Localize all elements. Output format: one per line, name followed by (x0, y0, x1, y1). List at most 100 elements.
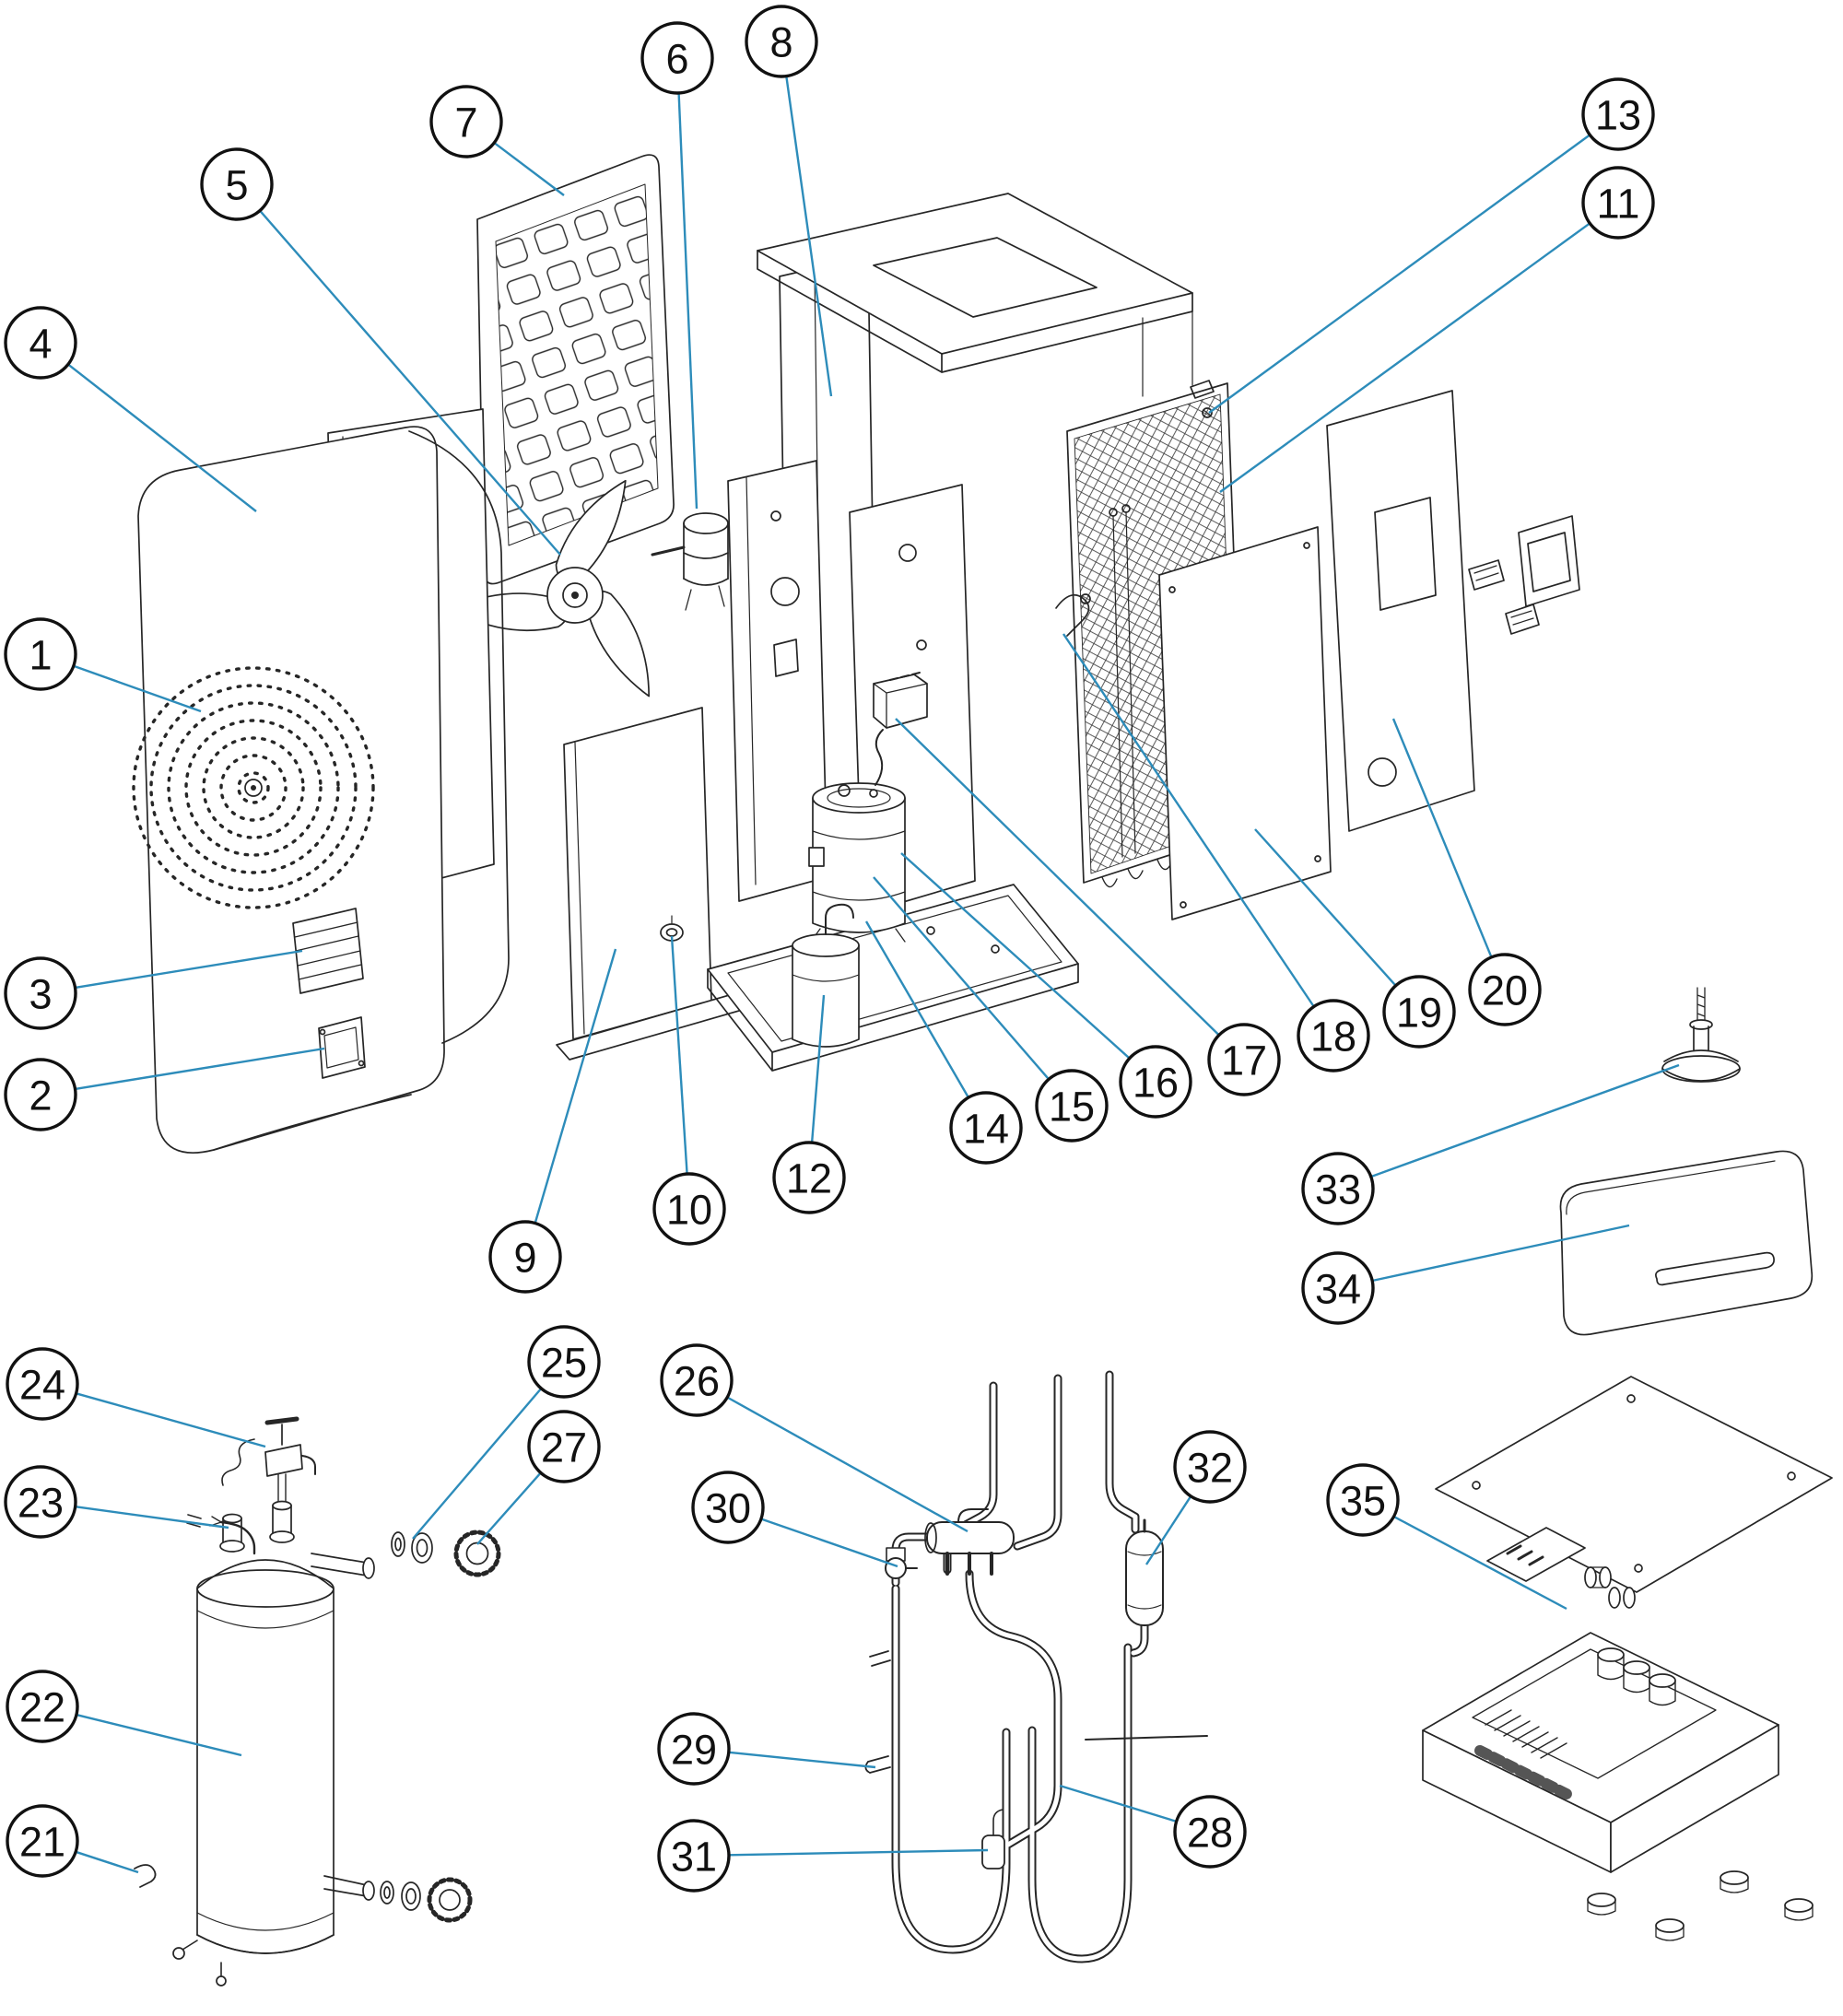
louver-vent (292, 908, 364, 994)
connector-modules (1468, 559, 1540, 635)
callout-33: 33 (1301, 1063, 1680, 1225)
winter-cover (1559, 1150, 1814, 1336)
callout-12: 12 (772, 994, 846, 1214)
artwork-layer (132, 154, 1833, 1987)
callout-20: 20 (1391, 718, 1542, 1026)
leader-line-24 (76, 1392, 266, 1448)
callout-number-31: 31 (671, 1834, 717, 1881)
fan-grille-hub (244, 779, 263, 797)
leader-line-16 (900, 852, 1131, 1060)
access-door-panel (1326, 390, 1475, 832)
filter-drier (1125, 1518, 1164, 1626)
callout-circle-25 (527, 1325, 601, 1399)
callout-10: 10 (652, 935, 726, 1246)
callout-29: 29 (657, 1712, 876, 1786)
callout-circle-28 (1173, 1795, 1247, 1869)
callout-number-10: 10 (666, 1187, 712, 1234)
leader-line-2 (75, 1047, 325, 1091)
temperature-sensor (1055, 593, 1091, 637)
front-cover (137, 426, 510, 1154)
union-nut (453, 1530, 501, 1577)
sensor-pocket (981, 1809, 1005, 1869)
leader-line-32 (1145, 1495, 1192, 1565)
grommet (660, 915, 684, 942)
four-way-valve (924, 1508, 1015, 1576)
callout-number-1: 1 (29, 632, 52, 679)
callout-number-23: 23 (18, 1480, 64, 1527)
leader-line-11 (1219, 222, 1591, 493)
fan-grille (132, 666, 375, 909)
callout-14: 14 (864, 920, 1023, 1165)
callout-4: 4 (4, 306, 257, 512)
callout-number-7: 7 (454, 100, 477, 147)
water-valve (264, 1416, 316, 1506)
callout-number-32: 32 (1187, 1445, 1233, 1492)
callout-circle-24 (6, 1347, 79, 1421)
callout-9: 9 (488, 948, 617, 1294)
box-feet-grommets (1587, 1870, 1814, 1941)
callout-number-12: 12 (786, 1155, 832, 1202)
leader-line-1 (73, 664, 202, 713)
callout-circle-27 (527, 1410, 601, 1483)
side-panel-right (1158, 526, 1332, 920)
callout-26: 26 (660, 1343, 968, 1533)
callout-circle-35 (1326, 1463, 1400, 1537)
callout-1: 1 (4, 617, 202, 713)
leader-line-14 (864, 920, 969, 1098)
callout-number-9: 9 (513, 1235, 536, 1282)
callout-34: 34 (1301, 1224, 1630, 1325)
callout-22: 22 (6, 1670, 242, 1757)
callout-11: 11 (1219, 166, 1655, 493)
callout-number-18: 18 (1310, 1014, 1356, 1061)
leader-line-6 (677, 92, 698, 510)
control-box-tray (1422, 1632, 1779, 1873)
callout-number-16: 16 (1133, 1060, 1179, 1107)
callout-number-8: 8 (769, 19, 792, 66)
fan-blade (450, 479, 667, 697)
leader-line-8 (785, 76, 833, 397)
callout-circle-17 (1207, 1023, 1281, 1096)
callout-15: 15 (873, 876, 1109, 1143)
callout-circle-11 (1581, 166, 1655, 240)
callout-13: 13 (1208, 77, 1655, 414)
leader-line-29 (728, 1751, 876, 1769)
callout-circle-20 (1468, 953, 1542, 1026)
control-box-assembly (1422, 1376, 1833, 1941)
leader-line-13 (1208, 134, 1591, 414)
retaining-clip (134, 1864, 157, 1888)
mounting-bracket-small (1190, 380, 1215, 418)
callout-number-33: 33 (1315, 1166, 1361, 1213)
callout-number-4: 4 (29, 321, 52, 368)
callout-circle-33 (1301, 1152, 1375, 1225)
callout-number-5: 5 (225, 162, 248, 209)
contactor (873, 672, 928, 729)
callout-19: 19 (1254, 828, 1456, 1049)
callout-circle-32 (1173, 1430, 1247, 1504)
leader-line-19 (1254, 828, 1397, 987)
callout-number-19: 19 (1396, 990, 1442, 1037)
callout-circle-13 (1581, 77, 1655, 151)
callout-circle-1 (4, 617, 77, 691)
callout-16: 16 (900, 852, 1192, 1119)
callout-number-28: 28 (1187, 1810, 1233, 1857)
callout-circle-18 (1297, 999, 1370, 1072)
rubber-foot (1661, 987, 1741, 1083)
callout-number-2: 2 (29, 1072, 52, 1119)
leader-line-25 (412, 1388, 543, 1540)
sensor-cable (221, 1438, 255, 1486)
callout-number-13: 13 (1595, 92, 1641, 139)
callout-number-17: 17 (1221, 1037, 1267, 1084)
control-pcb-small (1486, 1527, 1636, 1609)
callout-3: 3 (4, 949, 303, 1030)
leader-line-10 (670, 935, 688, 1175)
callout-circle-30 (691, 1471, 765, 1544)
callout-35: 35 (1326, 1463, 1567, 1611)
junction-box-small (318, 1016, 366, 1079)
leader-line-3 (75, 949, 303, 990)
callout-circle-2 (4, 1058, 77, 1131)
callout-18: 18 (1062, 633, 1370, 1072)
callout-5: 5 (200, 147, 561, 556)
callout-circle-14 (949, 1091, 1023, 1165)
leader-line-31 (728, 1848, 989, 1857)
callout-circle-10 (652, 1172, 726, 1246)
